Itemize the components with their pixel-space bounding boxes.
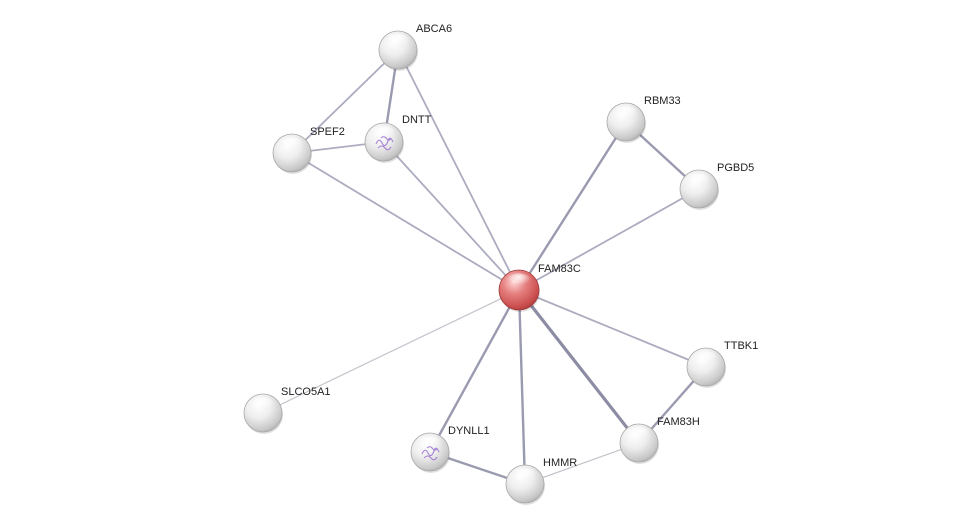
node-highlight bbox=[280, 137, 304, 152]
edge-fam83h-hmmr[interactable] bbox=[524, 442, 640, 485]
node-pgbd5[interactable]: PGBD5 bbox=[679, 162, 754, 210]
node-label-pgbd5: PGBD5 bbox=[717, 162, 754, 174]
node-highlight bbox=[506, 273, 532, 289]
node-slco5a1[interactable]: SLCO5A1 bbox=[243, 386, 331, 434]
node-label-dntt: DNTT bbox=[402, 114, 432, 126]
node-label-hmmr: HMMR bbox=[543, 457, 577, 469]
node-label-rbm33: RBM33 bbox=[644, 95, 681, 107]
edge-dynll1-fam83c[interactable] bbox=[428, 288, 521, 454]
node-fam83c[interactable]: FAM83C bbox=[498, 263, 581, 312]
node-label-dynll1: DYNLL1 bbox=[448, 425, 490, 437]
node-highlight bbox=[614, 106, 638, 121]
node-highlight bbox=[372, 126, 396, 141]
edge-hmmr-fam83c[interactable] bbox=[517, 288, 527, 486]
edge-fam83h-fam83c[interactable] bbox=[517, 288, 641, 445]
node-highlight bbox=[251, 397, 275, 412]
node-label-fam83c: FAM83C bbox=[538, 263, 581, 275]
edge-slco5a1-fam83c[interactable] bbox=[262, 289, 520, 414]
edge-dntt-fam83c[interactable] bbox=[383, 141, 520, 291]
node-highlight bbox=[694, 351, 718, 366]
node-highlight bbox=[627, 427, 651, 442]
node-label-fam83h: FAM83H bbox=[657, 416, 700, 428]
node-highlight bbox=[687, 173, 711, 188]
node-label-spef2: SPEF2 bbox=[310, 126, 345, 138]
edge-ttbk1-fam83c[interactable] bbox=[518, 289, 707, 368]
node-label-slco5a1: SLCO5A1 bbox=[281, 386, 331, 398]
edge-rbm33-fam83c[interactable] bbox=[517, 120, 628, 292]
edge-pgbd5-fam83c[interactable] bbox=[518, 188, 700, 291]
edge-spef2-fam83c[interactable] bbox=[291, 152, 520, 291]
node-highlight bbox=[513, 468, 537, 483]
node-highlight bbox=[418, 436, 442, 451]
edge-abca6-fam83c[interactable] bbox=[397, 49, 520, 291]
node-rbm33[interactable]: RBM33 bbox=[606, 95, 681, 143]
node-hmmr[interactable]: HMMR bbox=[505, 457, 577, 505]
node-abca6[interactable]: ABCA6 bbox=[378, 23, 452, 71]
node-dntt[interactable]: DNTT bbox=[364, 114, 432, 163]
node-label-abca6: ABCA6 bbox=[416, 23, 452, 35]
node-highlight bbox=[386, 34, 410, 49]
edge-abca6-spef2[interactable] bbox=[291, 49, 399, 154]
node-ttbk1[interactable]: TTBK1 bbox=[686, 340, 758, 388]
node-label-ttbk1: TTBK1 bbox=[724, 340, 758, 352]
node-spef2[interactable]: SPEF2 bbox=[272, 126, 345, 174]
node-fam83h[interactable]: FAM83H bbox=[619, 416, 700, 464]
node-dynll1[interactable]: DYNLL1 bbox=[410, 425, 490, 473]
